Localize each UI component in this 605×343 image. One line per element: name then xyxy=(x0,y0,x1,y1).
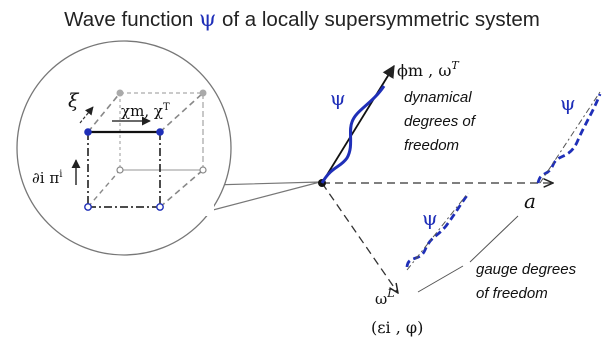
xi-arrow xyxy=(79,106,94,124)
gauge-pointer-line xyxy=(469,215,519,263)
xi-label: ξ xyxy=(68,90,80,112)
psi-curve-lower xyxy=(405,193,470,268)
wavefunctions xyxy=(320,85,602,271)
psi-curve-right xyxy=(536,93,602,184)
omega-l-label: ωL xyxy=(375,287,395,308)
psi-lower-axis xyxy=(406,192,469,271)
psi-label-lower: ψ xyxy=(422,206,438,230)
cube-vertex xyxy=(156,128,164,136)
chi-label: χm, χT xyxy=(121,102,170,120)
dynamical-axis xyxy=(321,64,395,184)
cube-vertex xyxy=(116,89,124,97)
cube-vertex xyxy=(84,128,92,136)
del-pi-label: ∂i πi xyxy=(32,169,62,187)
magnifier-bubble xyxy=(16,40,321,256)
cube-annotations: ξ χm, χT ∂i πi xyxy=(32,90,170,187)
gauge-pointer-line xyxy=(417,265,464,293)
psi-curve-main xyxy=(320,85,386,184)
gauge-dof-label: gauge degrees of freedom xyxy=(476,261,580,302)
dynamical-dof-label: dynamical degrees of freedom xyxy=(404,89,479,154)
cube-vertex xyxy=(84,203,92,211)
eps-phi-label: (εi , φ) xyxy=(371,318,423,337)
cube-vertex xyxy=(116,166,124,174)
psi-label-main: ψ xyxy=(330,86,346,110)
psi-label-right: ψ xyxy=(560,91,576,115)
psi-right-axis xyxy=(539,91,601,184)
a-axis-label: a xyxy=(524,189,536,213)
cube-vertex xyxy=(199,89,207,97)
cube-vertex xyxy=(199,166,207,174)
gauge-pointers xyxy=(417,215,519,293)
cube-vertex xyxy=(156,203,164,211)
gauge-cube xyxy=(84,89,207,211)
diagram-title: Wave function ψ of a locally supersymmet… xyxy=(64,7,540,32)
omega-axis xyxy=(321,182,398,293)
phi-omega-label: ϕm , ωT xyxy=(397,59,460,80)
